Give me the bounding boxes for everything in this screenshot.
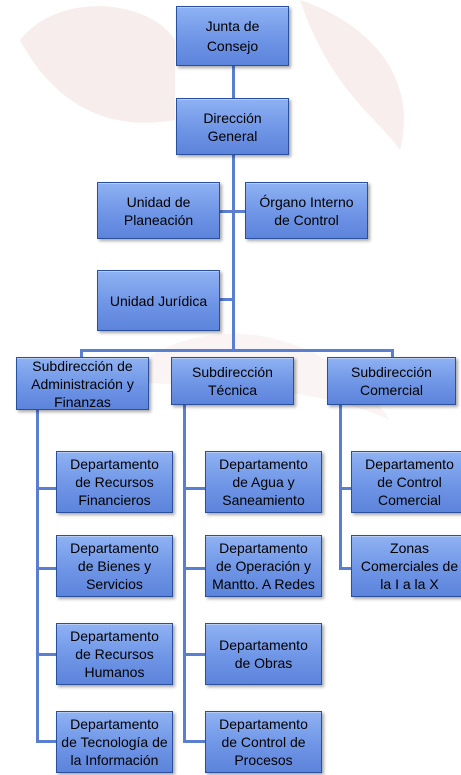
connector-tech-dept-1 [183, 487, 205, 490]
node-subdirection-technical[interactable]: Subdirección Técnica [171, 357, 294, 405]
node-dept-financial-resources[interactable]: Departamento de Recursos Financieros [56, 451, 173, 513]
node-subdirection-admin-finance[interactable]: Subdirección de Administración y Finanza… [16, 357, 149, 410]
connector-tech-dept-4 [183, 740, 205, 743]
node-dept-goods-services[interactable]: Departamento de Bienes y Servicios [56, 535, 173, 597]
connector-staff-left [220, 210, 234, 213]
node-dept-process-control[interactable]: Departamento de Control de Procesos [205, 711, 322, 773]
connector-staff-right [233, 210, 245, 213]
node-internal-control[interactable]: Órgano Interno de Control [245, 182, 368, 239]
node-subdirection-commercial[interactable]: Subdirección Comercial [327, 357, 456, 405]
node-board[interactable]: Junta de Consejo [176, 6, 289, 66]
connector-admin-dept-2 [36, 567, 56, 570]
connector-tech-dept-2 [183, 567, 205, 570]
node-commercial-zones[interactable]: Zonas Comerciales de la I a la X [351, 535, 461, 597]
node-planning-unit[interactable]: Unidad de Planeación [97, 182, 220, 239]
node-dept-works[interactable]: Departamento de Obras [205, 623, 322, 685]
node-dept-commercial-control[interactable]: Departamento de Control Comercial [351, 451, 461, 513]
connector-spine [232, 66, 235, 352]
node-dept-water-sanitation[interactable]: Departamento de Agua y Saneamiento [205, 451, 322, 513]
connector-admin-vertical [36, 410, 39, 743]
connector-horizontal-subdirections [80, 349, 394, 352]
node-dept-information-technology[interactable]: Departamento de Tecnología de la Informa… [56, 711, 173, 773]
connector-admin-dept-1 [36, 487, 56, 490]
connector-tech-dept-3 [183, 653, 205, 656]
connector-admin-dept-3 [36, 653, 56, 656]
node-dept-network-operation[interactable]: Departamento de Operación y Mantto. A Re… [205, 535, 322, 597]
connector-down-admin [80, 349, 83, 357]
node-general-director[interactable]: Dirección General [176, 98, 289, 155]
connector-commercial-dept-2 [339, 567, 351, 570]
connector-legal [220, 298, 234, 301]
node-legal-unit[interactable]: Unidad Jurídica [97, 270, 220, 331]
connector-commercial-dept-1 [339, 487, 351, 490]
connector-tech-vertical [183, 405, 186, 743]
node-dept-human-resources[interactable]: Departamento de Recursos Humanos [56, 623, 173, 685]
connector-admin-dept-4 [36, 740, 56, 743]
connector-down-commercial [391, 349, 394, 357]
